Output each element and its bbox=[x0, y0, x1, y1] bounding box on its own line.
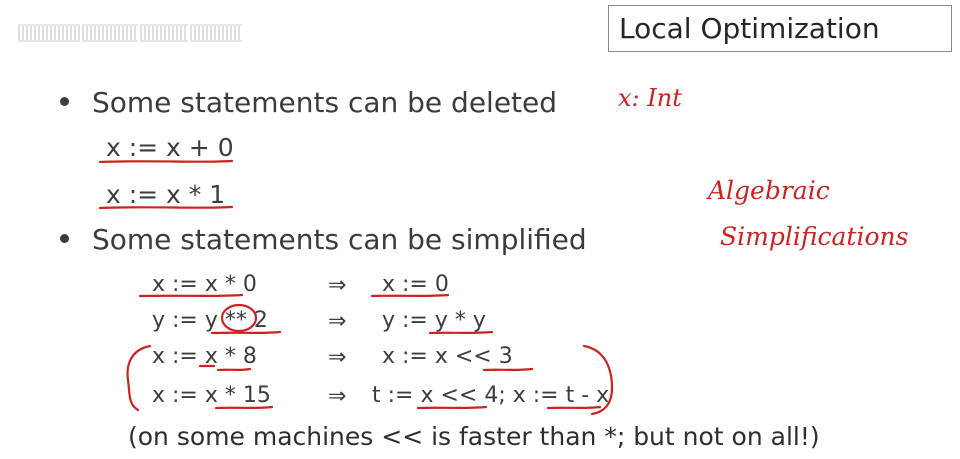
implies-arrow-icon: ⇒ bbox=[328, 384, 347, 409]
slide-title: Local Optimization bbox=[619, 12, 880, 45]
title-box: Local Optimization bbox=[608, 5, 952, 52]
deleted-statement: x := x * 1 bbox=[106, 180, 226, 209]
handwritten-category: Simplifications bbox=[720, 222, 909, 251]
bullet-text: Some statements can be deleted bbox=[92, 86, 558, 119]
underline-mark bbox=[216, 367, 252, 372]
implies-arrow-icon: ⇒ bbox=[328, 273, 347, 298]
bullet-text: Some statements can be simplified bbox=[92, 223, 587, 256]
bracket-mark bbox=[126, 344, 152, 412]
simplification-before: x := x * 8 bbox=[152, 344, 257, 369]
bullet-simplified: Some statements can be simplified bbox=[60, 223, 587, 256]
simplification-before: y := y ** 2 bbox=[152, 308, 268, 333]
implies-arrow-icon: ⇒ bbox=[328, 345, 347, 370]
bullet-deleted: Some statements can be deleted bbox=[60, 86, 557, 119]
simplification-before: x := x * 0 bbox=[152, 272, 257, 297]
handwritten-category: Algebraic bbox=[708, 176, 830, 205]
bullet-dot-icon bbox=[60, 233, 69, 243]
implies-arrow-icon: ⇒ bbox=[328, 309, 347, 334]
deleted-statement: x := x + 0 bbox=[106, 133, 234, 162]
simplification-after: y := y * y bbox=[382, 308, 486, 333]
simplification-after: x := 0 bbox=[382, 272, 449, 297]
handwritten-type-note: x: Int bbox=[618, 84, 682, 112]
watermark-logo bbox=[18, 22, 246, 44]
underline-mark bbox=[482, 367, 534, 372]
bullet-dot-icon bbox=[60, 96, 69, 106]
footnote: (on some machines << is faster than *; b… bbox=[128, 422, 820, 451]
simplification-after: x := x << 3 bbox=[382, 344, 513, 369]
simplification-before: x := x * 15 bbox=[152, 383, 271, 408]
simplification-after: t := x << 4; x := t - x bbox=[372, 383, 610, 408]
